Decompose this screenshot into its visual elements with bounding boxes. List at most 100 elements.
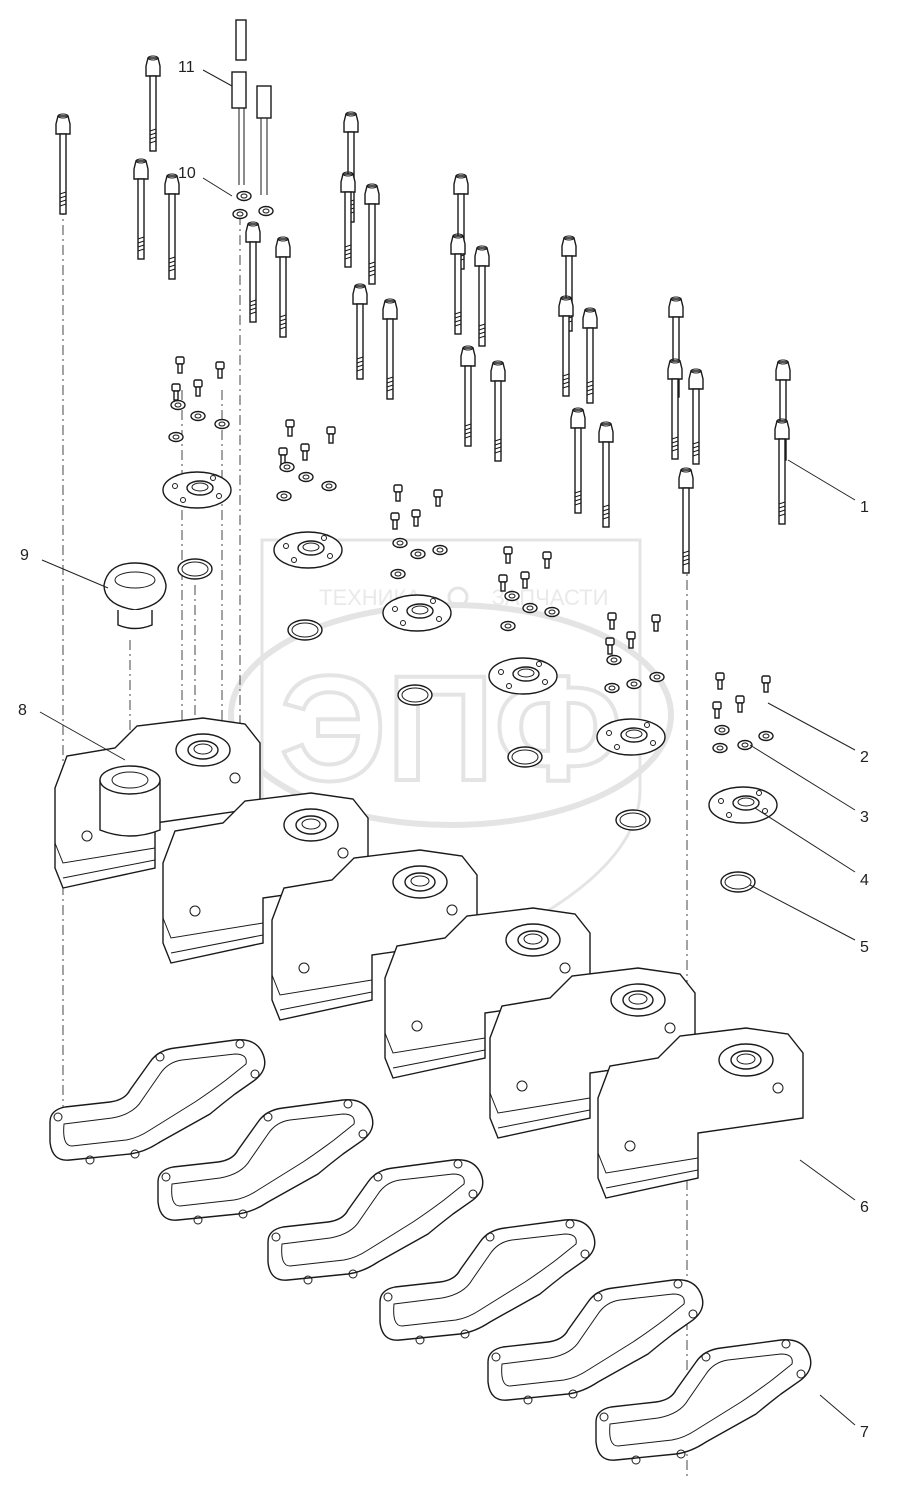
screw	[626, 631, 636, 649]
washer	[626, 678, 642, 690]
washer	[390, 568, 406, 580]
valve-cover	[162, 792, 369, 964]
washer	[190, 410, 206, 422]
bolt	[558, 295, 574, 397]
screw	[607, 612, 617, 630]
screw	[171, 383, 181, 401]
filler-neck	[111, 771, 149, 789]
watermark-logo: ЭПФ	[280, 644, 623, 812]
valve-cover	[271, 849, 478, 1021]
screw	[761, 675, 771, 693]
bolt	[460, 345, 476, 447]
small-washers	[168, 190, 774, 754]
washer	[649, 671, 665, 683]
washer	[504, 590, 520, 602]
watermark-gear-icon	[447, 586, 469, 608]
screw	[498, 574, 508, 592]
o-ring	[397, 684, 433, 706]
watermark: ЭПФ ТЕХНИКА ЗАПЧАСТИ	[228, 538, 674, 962]
bolt	[340, 171, 356, 268]
screw	[285, 419, 295, 437]
callout-7: 7	[860, 1424, 869, 1441]
valve-covers	[54, 717, 804, 1199]
filler-opening	[99, 765, 161, 795]
gasket	[595, 1339, 812, 1465]
washer	[214, 418, 230, 430]
gasket	[49, 1039, 266, 1165]
gasket	[157, 1099, 374, 1225]
screw	[278, 447, 288, 465]
screw	[390, 512, 400, 530]
screw	[433, 489, 443, 507]
o-ring	[615, 809, 651, 831]
callouts: 1 2 3 4 5 6 7 8 9 10 11	[18, 59, 869, 1441]
screw	[503, 546, 513, 564]
valve-cover	[597, 1027, 804, 1199]
bolt	[490, 360, 506, 462]
bolt	[364, 183, 380, 285]
screw	[300, 443, 310, 461]
screw	[715, 672, 725, 690]
screw	[735, 695, 745, 713]
callout-9: 9	[20, 547, 29, 564]
bolt	[133, 158, 149, 260]
bolt	[474, 245, 490, 347]
callout-8: 8	[18, 702, 27, 719]
washer	[714, 724, 730, 736]
washer	[432, 544, 448, 556]
stud-spacer	[231, 19, 272, 195]
bolt	[688, 368, 704, 465]
washer	[170, 399, 186, 411]
washer	[298, 471, 314, 483]
screw	[542, 551, 552, 569]
flange	[162, 471, 232, 509]
flange	[488, 657, 558, 695]
washer	[279, 461, 295, 473]
washer	[522, 602, 538, 614]
screw	[411, 509, 421, 527]
screw	[605, 637, 615, 655]
bolt	[55, 113, 71, 215]
flange	[708, 786, 778, 824]
small-screws	[171, 356, 771, 719]
callout-3: 3	[860, 809, 869, 826]
o-rings	[177, 558, 756, 893]
washer	[258, 205, 274, 217]
screw	[651, 614, 661, 632]
callout-4: 4	[860, 872, 869, 889]
bolt	[774, 418, 790, 525]
washer	[712, 742, 728, 754]
callout-5: 5	[860, 939, 869, 956]
screw	[175, 356, 185, 374]
o-ring	[287, 619, 323, 641]
washer	[276, 490, 292, 502]
valve-cover	[384, 907, 591, 1079]
bolt	[275, 236, 291, 338]
bolt	[582, 307, 598, 404]
washer	[737, 739, 753, 751]
leader-lines	[39, 69, 856, 1426]
gaskets	[49, 1039, 812, 1465]
screw	[393, 484, 403, 502]
washer	[606, 654, 622, 666]
oil-filler-cap	[103, 562, 167, 630]
washer	[236, 190, 252, 202]
washer	[168, 431, 184, 443]
filler-boss	[99, 780, 161, 837]
washer	[544, 606, 560, 618]
valve-cover	[489, 967, 696, 1139]
flange	[382, 594, 452, 632]
o-ring	[720, 871, 756, 893]
washer	[321, 480, 337, 492]
gasket	[487, 1279, 704, 1405]
screw	[326, 426, 336, 444]
bolt	[352, 283, 368, 380]
bolt	[145, 55, 161, 152]
washer	[500, 620, 516, 632]
gasket	[267, 1159, 484, 1285]
callout-1: 1	[860, 499, 869, 516]
bolt	[450, 233, 466, 335]
washer	[410, 548, 426, 560]
flanges	[162, 471, 778, 824]
bolt	[678, 467, 694, 574]
